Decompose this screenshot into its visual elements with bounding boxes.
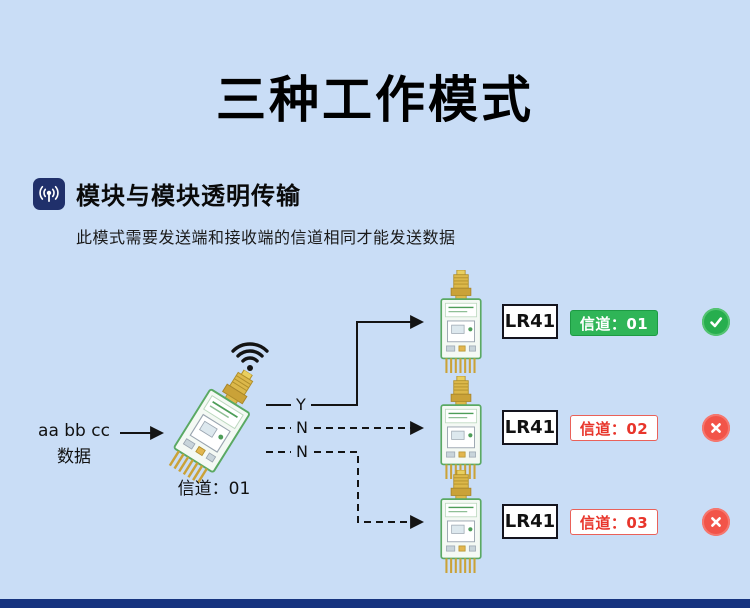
module-name-2: LR41 — [504, 417, 556, 438]
branch-no2-line — [266, 451, 425, 529]
module-name-box-3: LR41 — [502, 504, 558, 539]
section-header: 模块与模块透明传输 — [33, 176, 301, 211]
decision-label-yes: Y — [291, 395, 311, 415]
input-data-line2: 数据 — [57, 447, 91, 467]
module-name-3: LR41 — [504, 511, 556, 532]
decision-label-no2: N — [291, 442, 313, 462]
channel-badge-2: 信道：02 — [570, 415, 658, 441]
receiver-module-1 — [438, 270, 484, 374]
receiver-module-2 — [438, 376, 484, 480]
input-data-line1: aa bb cc — [38, 421, 110, 441]
broadcast-icon — [33, 177, 65, 210]
page-title: 三种工作模式 — [216, 71, 534, 129]
cross-icon — [702, 414, 730, 442]
footer-bar — [0, 599, 750, 608]
module-name-1: LR41 — [504, 311, 556, 332]
module-name-box-2: LR41 — [502, 410, 558, 445]
input-data-label: aa bb cc 数据 — [30, 418, 118, 470]
section-subtitle: 此模式需要发送端和接收端的信道相同才能发送数据 — [76, 228, 456, 247]
wifi-waves-icon — [231, 342, 269, 371]
channel-badge-1: 信道：01 — [570, 310, 658, 336]
branch-yes-line — [266, 315, 425, 406]
check-icon — [702, 308, 730, 336]
transmitter-channel-label: 信道：01 — [177, 479, 251, 499]
decision-label-no1: N — [291, 418, 313, 438]
channel-badge-3: 信道：03 — [570, 509, 658, 535]
receiver-module-3 — [438, 470, 484, 574]
module-name-box-1: LR41 — [502, 304, 558, 339]
cross-icon — [702, 508, 730, 536]
section-heading: 模块与模块透明传输 — [76, 182, 301, 210]
